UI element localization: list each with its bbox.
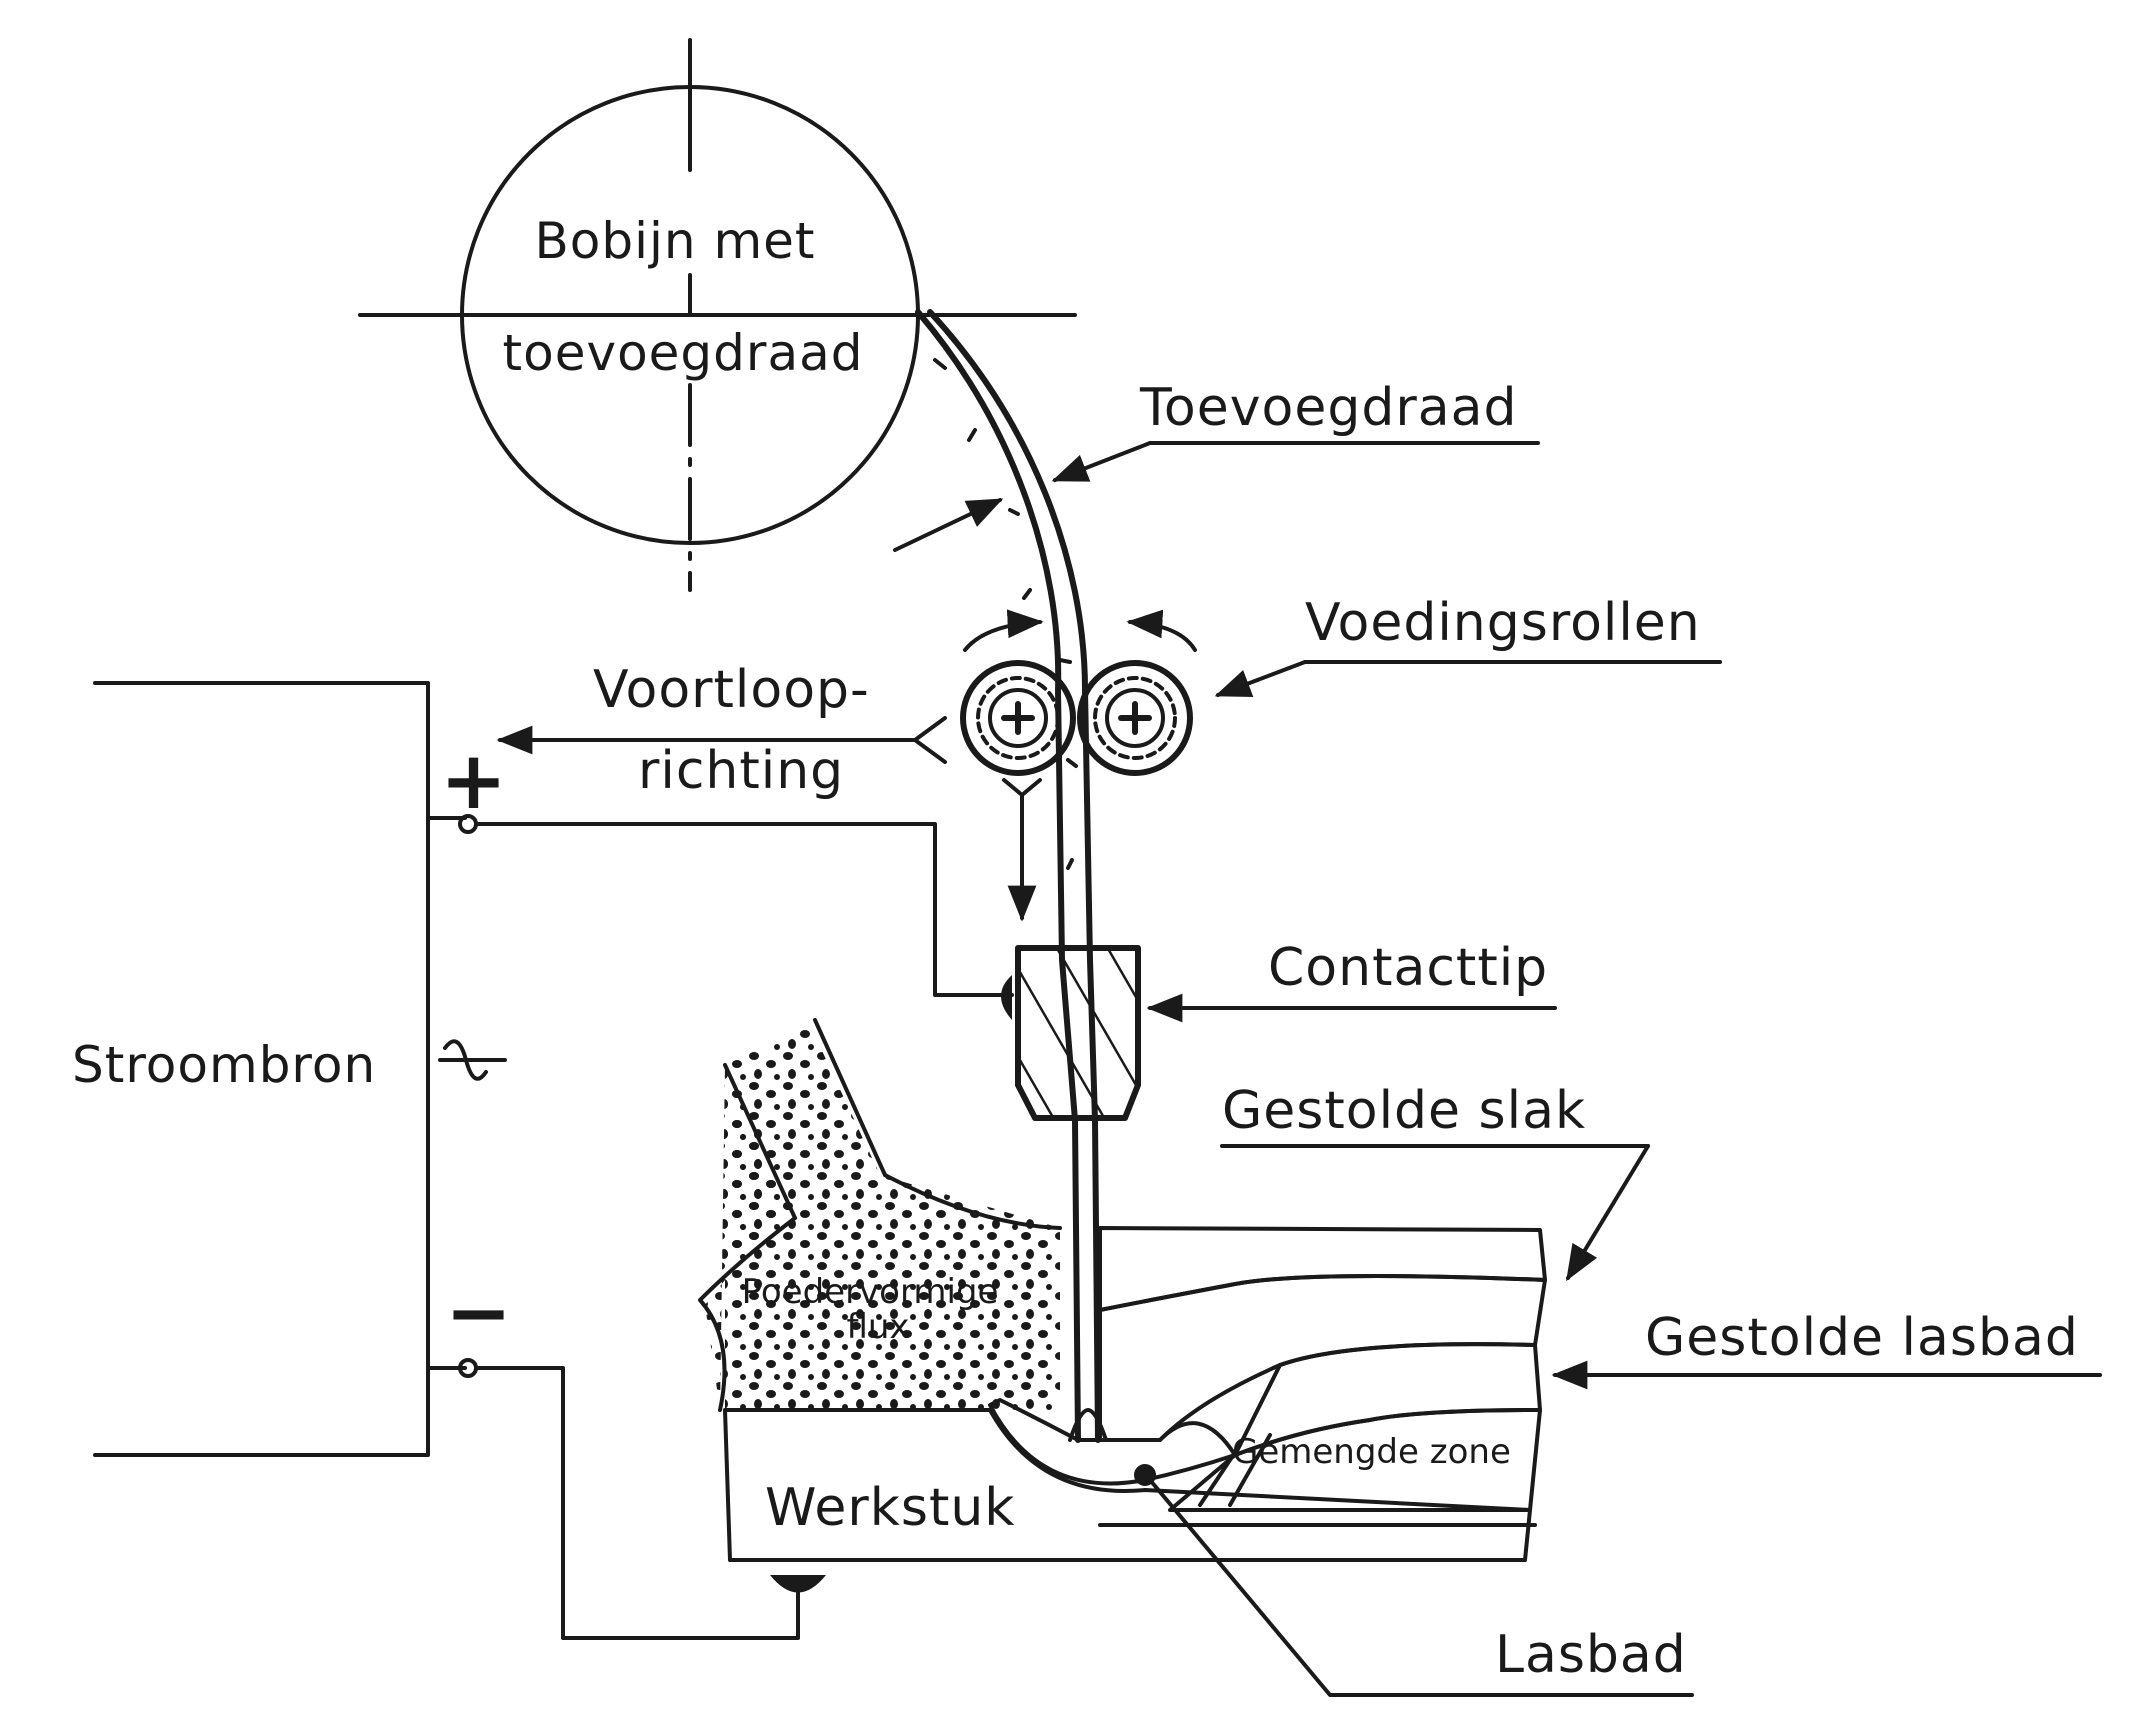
negative-lead	[474, 1366, 800, 1640]
power-source-label: Stroombron	[72, 1036, 376, 1094]
granular-flux-label-line2: flux	[846, 1307, 909, 1347]
granular-flux-label-line1: Poedervormige	[742, 1272, 999, 1312]
feed-roll-plus-icon	[1118, 701, 1152, 735]
travel-direction-label-line1: Voortloop-	[593, 660, 870, 720]
workpiece-label: Werkstuk	[765, 1478, 1015, 1538]
feed-roll-plus-icon	[1001, 701, 1035, 735]
negative-terminal-sign: −	[445, 1266, 512, 1359]
solid-slag-label: Gestolde slak	[1222, 1081, 1586, 1141]
positive-lead	[474, 822, 1014, 997]
weld-pool-label: Lasbad	[1495, 1625, 1687, 1685]
spool-label-line1: Bobijn met	[534, 212, 815, 270]
solid-weld-label: Gestolde lasbad	[1645, 1308, 2079, 1368]
feed-roll-left	[960, 660, 1076, 776]
feed-rolls-leader	[1214, 660, 1722, 697]
mixed-zone-label: Gemengde zone	[1232, 1432, 1511, 1472]
weld-pool-leader	[1148, 1478, 1694, 1697]
workpiece-clamp	[770, 1575, 826, 1593]
travel-direction-label-line2: richting	[638, 741, 844, 801]
filler-wire-label: Toevoegdraad	[1139, 378, 1517, 438]
wire-spool	[358, 38, 1077, 592]
workpiece	[723, 1408, 1537, 1562]
weld-pool	[988, 1398, 1237, 1486]
positive-terminal-sign: +	[440, 734, 507, 827]
contact-tip	[1001, 945, 1141, 1121]
travel-direction-arrow	[496, 716, 1042, 922]
filler-wire-leader	[893, 441, 1540, 552]
spool-label-line2: toevoegdraad	[503, 324, 864, 382]
feed-rolls-label: Voedingsrollen	[1305, 593, 1701, 653]
alternating-current-icon	[438, 1039, 507, 1081]
feed-roll-right	[1077, 660, 1193, 776]
flux-hopper	[698, 1018, 1062, 1412]
contact-tip-label: Contacttip	[1268, 938, 1548, 998]
power-source-box	[93, 681, 507, 1457]
solid-slag-leader	[1220, 1144, 1650, 1282]
roll-rotation-arrows	[963, 609, 1197, 652]
solidified-slag-layer	[1098, 1274, 1547, 1442]
